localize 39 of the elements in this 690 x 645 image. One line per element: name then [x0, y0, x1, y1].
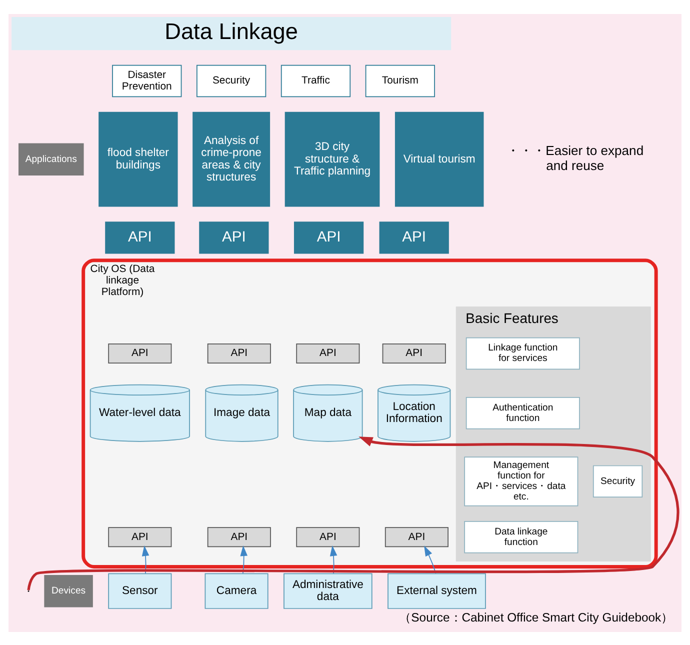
node-box: Linkage function for services: [466, 336, 580, 370]
node-box: Camera: [204, 572, 268, 608]
node-box: Security: [196, 64, 266, 97]
arrow: [330, 545, 338, 574]
node-box: Applications: [18, 142, 84, 175]
node-box: Authentication function: [466, 396, 580, 429]
node-box: API: [294, 221, 364, 254]
node-box: API: [207, 342, 271, 363]
caption: （Source：Cabinet Office Smart City Guidebook）: [399, 610, 674, 624]
node-box: Devices: [44, 574, 93, 607]
node-box: Management function for API・services・data etc.: [464, 456, 578, 506]
node-box: API: [108, 526, 172, 547]
arrow: [27, 436, 679, 590]
node-box: API: [207, 526, 271, 547]
node-box: Disaster Prevention: [112, 64, 182, 97]
node-box: Security: [592, 464, 643, 498]
node-box: API: [105, 221, 175, 254]
node-box: API: [382, 342, 446, 363]
label: ・・・Easier to expand and reuse: [506, 142, 644, 172]
node-box: API: [108, 342, 172, 363]
node-box: Tourism: [365, 64, 435, 97]
arrow: [142, 545, 150, 574]
arrow: [240, 545, 248, 574]
node-box: 3D city structure & Traffic planning: [284, 111, 380, 206]
node-box: Traffic: [280, 64, 351, 97]
node-box: API: [296, 342, 360, 363]
arrow: [424, 545, 436, 574]
node-box: API: [384, 526, 448, 547]
node-box: Analysis of crime-prone areas & city structures: [192, 111, 270, 206]
node-box: Data linkage function: [464, 520, 578, 553]
node-box: Data Linkage: [12, 16, 452, 50]
node-box: Virtual tourism: [394, 111, 484, 206]
node-box: Sensor: [108, 572, 172, 608]
node-box: External system: [388, 572, 486, 608]
node-box: Administrative data: [284, 572, 372, 608]
node-box: API: [296, 526, 360, 547]
node-box: API: [199, 221, 269, 254]
node-box: flood shelter buildings: [98, 111, 178, 206]
node-box: API: [379, 221, 449, 254]
